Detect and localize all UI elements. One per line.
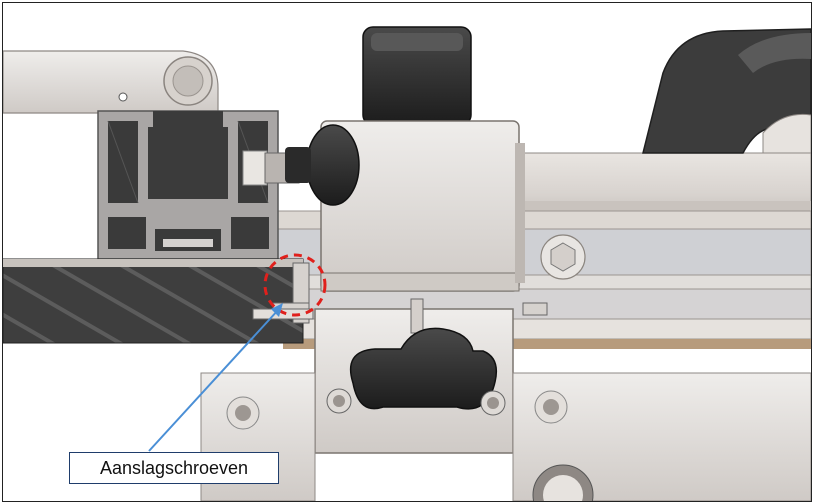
callout-arrowhead — [271, 303, 283, 317]
callout-leader-line — [148, 308, 280, 452]
slider-block — [320, 120, 525, 292]
side-knob — [264, 124, 360, 206]
machine-illustration — [3, 26, 811, 501]
left-upper-plate — [3, 50, 219, 114]
left-base-block — [3, 258, 304, 344]
aluminum-profile — [97, 110, 279, 260]
top-center-block — [362, 26, 472, 126]
hex-bolt — [540, 234, 586, 280]
callout-label: Aanslagschroeven — [69, 452, 279, 484]
top-right-handle — [642, 28, 811, 154]
stop-screw-marker — [263, 253, 327, 317]
lower-bracket — [314, 298, 514, 454]
